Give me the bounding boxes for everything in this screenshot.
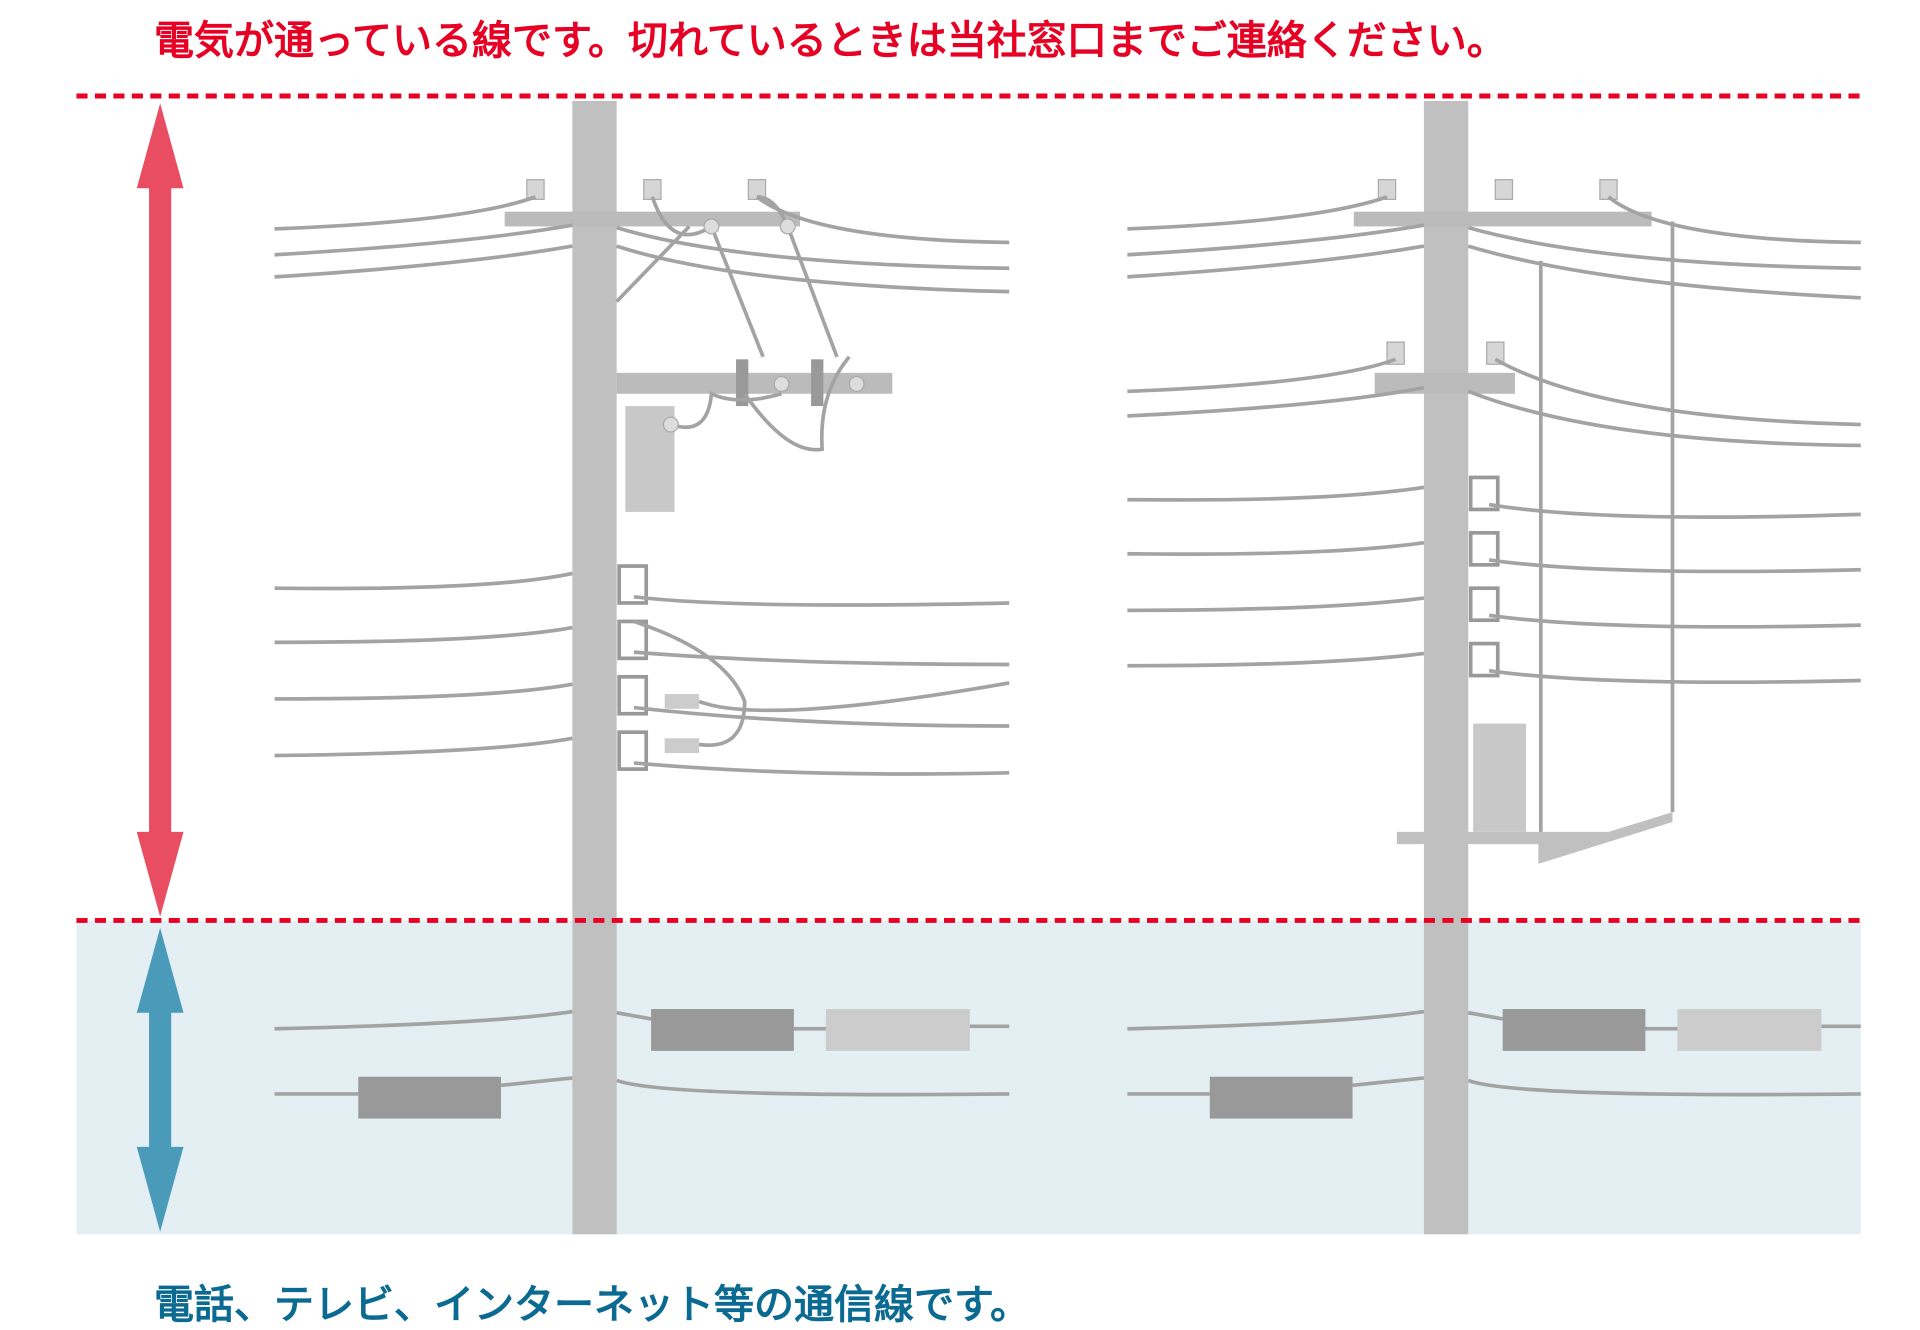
crossarm-upper: [1353, 211, 1652, 227]
crossarm-lower: [1374, 372, 1515, 394]
telecom-junction-box: [651, 1009, 794, 1051]
power-zone-arrow: [136, 103, 184, 917]
pole-body: [1423, 100, 1469, 1235]
transformer-platform: [1396, 812, 1673, 864]
lower-insulators: [617, 564, 700, 771]
telecom-zone-background: [76, 920, 1861, 1235]
telecom-line-caption: 電話、テレビ、インターネット等の通信線です。: [154, 1282, 1030, 1328]
insulators-upper: [526, 179, 767, 200]
utility-pole-left: [274, 100, 1010, 1235]
utility-pole-right: [1127, 100, 1861, 1235]
telecom-junction-box: [358, 1076, 502, 1119]
pole-body: [572, 100, 617, 1235]
crossarm-upper: [504, 211, 801, 227]
power-line-caption: 電気が通っている線です。切れているときは当社窓口までご連絡ください。: [154, 18, 1507, 64]
transformer: [1473, 723, 1527, 832]
telecom-junction-box: [1677, 1009, 1822, 1051]
telecom-junction-box: [1502, 1009, 1646, 1051]
telecom-junction-box: [1209, 1076, 1353, 1119]
telecom-junction-box: [825, 1009, 970, 1051]
telecom-zone-arrow: [136, 927, 184, 1232]
